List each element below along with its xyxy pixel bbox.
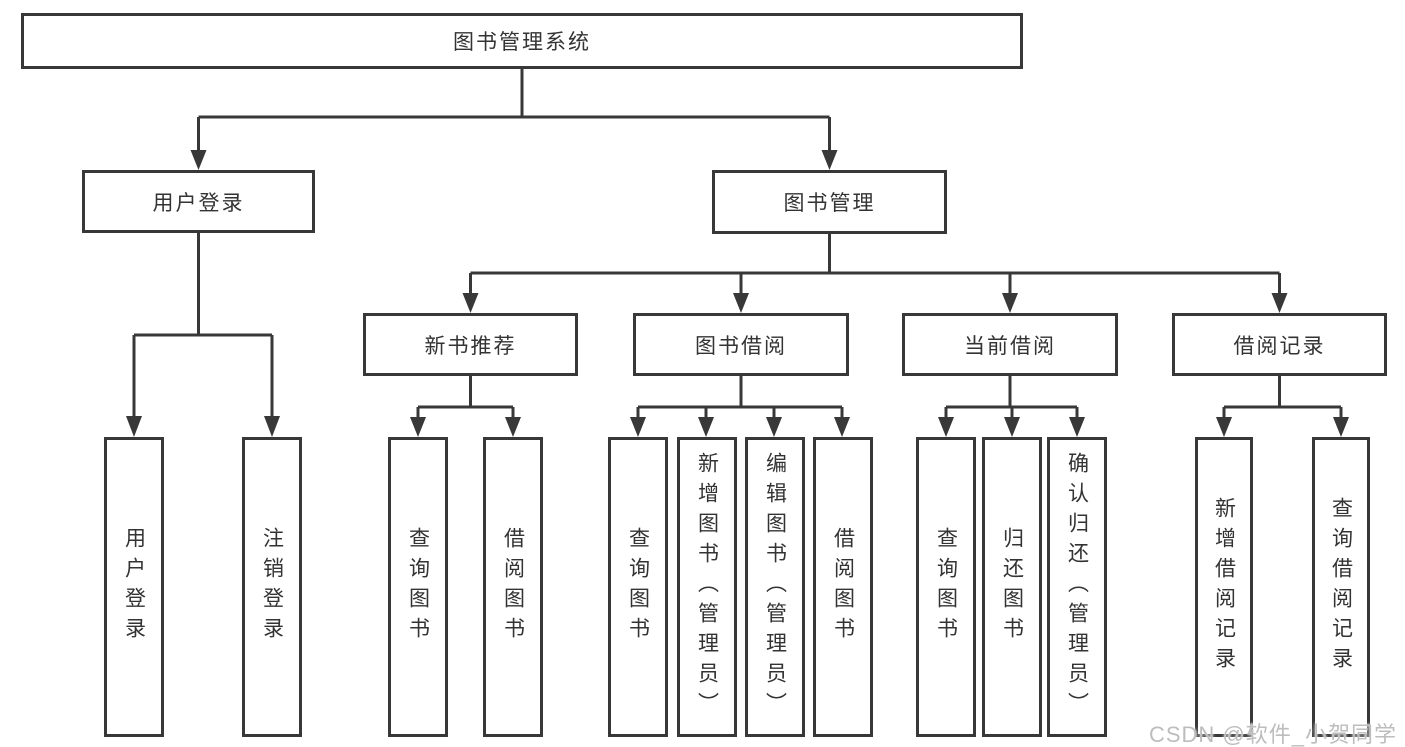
leaf-current-query-books: 查询图书 [916, 437, 976, 737]
node-book-management-label: 图书管理 [783, 192, 876, 215]
node-book-management: 图书管理 [712, 170, 947, 234]
node-library-system: 图书管理系统 [21, 13, 1023, 69]
leaf-current-query-books-label: 查询图书 [934, 527, 958, 647]
leaf-edit-book-admin: 编辑图书（管理员） [745, 437, 805, 737]
leaf-confirm-return-admin-label: 确认归还（管理员） [1065, 452, 1089, 722]
leaf-user-login-label: 用户登录 [122, 527, 146, 647]
leaf-recommend-query-books: 查询图书 [388, 437, 448, 737]
leaf-add-book-admin-label: 新增图书（管理员） [695, 452, 719, 722]
connector-arrowheads [126, 150, 1349, 437]
leaf-edit-book-admin-label: 编辑图书（管理员） [763, 452, 787, 722]
node-borrow-records-label: 借阅记录 [1233, 334, 1326, 358]
leaf-recommend-query-books-label: 查询图书 [406, 527, 430, 647]
csdn-watermark: CSDN @软件_小贺同学 [1148, 722, 1397, 747]
node-book-borrow: 图书借阅 [633, 313, 849, 376]
node-book-borrow-label: 图书借阅 [695, 334, 787, 358]
leaf-add-borrow-record: 新增借阅记录 [1195, 437, 1253, 737]
leaf-query-borrow-record-label: 查询借阅记录 [1329, 497, 1353, 677]
leaf-add-borrow-record-label: 新增借阅记录 [1212, 497, 1236, 677]
node-library-system-label: 图书管理系统 [453, 31, 591, 54]
node-borrow-records: 借阅记录 [1172, 313, 1387, 376]
leaf-return-book-label: 归还图书 [1000, 527, 1024, 647]
leaf-logout-label: 注销登录 [260, 527, 284, 647]
leaf-return-book: 归还图书 [982, 437, 1042, 737]
leaf-borrow-query-books: 查询图书 [608, 437, 668, 737]
leaf-recommend-borrow-books-label: 借阅图书 [501, 527, 525, 647]
node-current-borrow: 当前借阅 [902, 313, 1118, 376]
leaf-logout: 注销登录 [242, 437, 302, 737]
node-user-login: 用户登录 [82, 170, 315, 233]
node-new-book-recommend-label: 新书推荐 [424, 334, 517, 358]
node-current-borrow-label: 当前借阅 [964, 334, 1056, 358]
leaf-user-login: 用户登录 [104, 437, 164, 737]
leaf-recommend-borrow-books: 借阅图书 [483, 437, 543, 737]
leaf-borrow-borrow-books-label: 借阅图书 [831, 527, 855, 647]
leaf-borrow-query-books-label: 查询图书 [626, 527, 650, 647]
leaf-borrow-borrow-books: 借阅图书 [813, 437, 873, 737]
leaf-confirm-return-admin: 确认归还（管理员） [1047, 437, 1107, 737]
node-user-login-label: 用户登录 [152, 191, 245, 215]
node-new-book-recommend: 新书推荐 [363, 313, 578, 376]
leaf-add-book-admin: 新增图书（管理员） [677, 437, 737, 737]
leaf-query-borrow-record: 查询借阅记录 [1312, 437, 1370, 737]
